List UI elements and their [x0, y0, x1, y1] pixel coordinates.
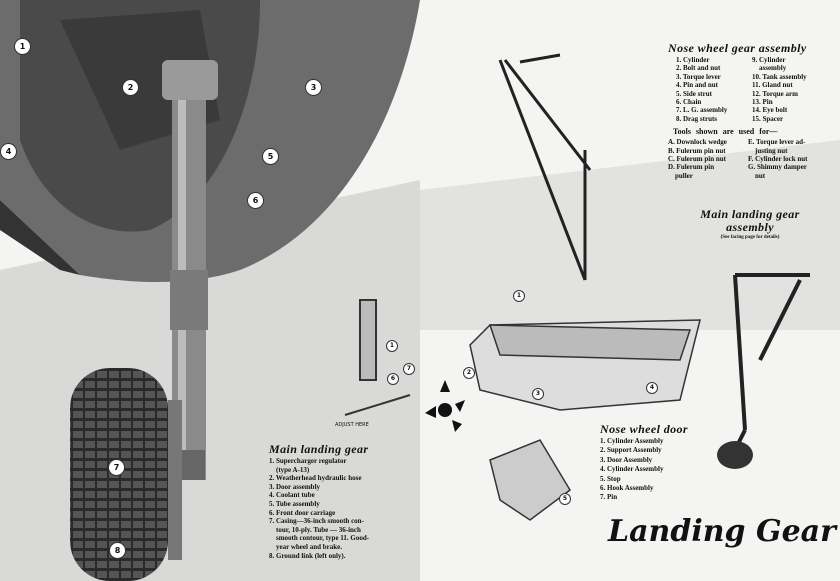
part-item: 7. Pin — [600, 493, 618, 502]
main-gear-title: Main landing gear — [269, 442, 369, 456]
nose-gear-title: Nose wheel gear assembly — [668, 41, 807, 55]
part-item: 3. Door Assembly — [600, 455, 653, 464]
part-item: 6. Chain — [676, 98, 702, 107]
part-item: 3. Door assembly — [269, 482, 321, 491]
part-item: 14. Eye bolt — [752, 106, 788, 115]
photo-callout-6: 6 — [247, 192, 264, 209]
part-item: 2. Weatherhead hydraulic hose — [269, 474, 362, 483]
part-item: 6. Front door carriage — [269, 508, 336, 517]
part-item: 1. Supercharger regulator (type A-13) — [269, 457, 347, 474]
tool-item: B. Fulerum pin nut — [668, 146, 726, 155]
detail-callout-7: 7 — [403, 363, 415, 375]
main-gear-assembly-drawing — [728, 273, 810, 461]
main-landing-gear-legend: Main landing gear 1. Supercharger regula… — [269, 443, 429, 560]
door-callout-2: 2 — [463, 367, 475, 379]
part-item: 3. Torque lever — [676, 72, 721, 81]
part-item: 7. Casing—36-inch smooth con- tour, 10-p… — [269, 517, 370, 551]
detail-callout-1: 1 — [386, 340, 398, 352]
photo-callout-5: 5 — [262, 148, 279, 165]
photo-callout-3: 3 — [305, 79, 322, 96]
tool-item: E. Torque lever ad- justing nut — [748, 138, 806, 155]
photo-callout-1: 1 — [14, 38, 31, 55]
part-item: 12. Torque arm — [752, 89, 798, 98]
main-gear-assembly-title: Main landing gear assembly — [700, 207, 800, 234]
nose-wheel-door-drawing — [469, 319, 701, 411]
direction-arrows-icon — [425, 380, 465, 432]
main-gear-assembly-caption: Main landing gear assembly (See facing p… — [690, 208, 810, 241]
door-callout-5: 5 — [559, 493, 571, 505]
photo-callout-7: 7 — [108, 459, 125, 476]
nose-gear-drawing — [498, 53, 592, 281]
part-item: 5. Side strut — [676, 89, 712, 98]
door-callout-4: 4 — [646, 382, 658, 394]
part-item: 4. Coolant tube — [269, 491, 315, 500]
tool-item: C. Fulerum pin nut — [668, 155, 726, 164]
part-item: 2. Bolt and nut — [676, 64, 721, 73]
part-item: 8. Drag struts — [676, 114, 718, 123]
part-item: 5. Stop — [600, 474, 621, 483]
door-callout-1: 1 — [513, 290, 525, 302]
photo-callout-4: 4 — [0, 143, 17, 160]
part-item: 5. Tube assembly — [269, 499, 320, 508]
part-item: 1. Cylinder Assembly — [600, 437, 664, 445]
part-item: 4. Cylinder Assembly — [600, 465, 664, 474]
tool-item: D. Fulerum pin puller — [668, 163, 715, 180]
part-item: 1. Cylinder — [676, 56, 710, 64]
main-gear-assembly-note: (See facing page for details) — [720, 235, 780, 240]
nose-wheel-gear-legend: Nose wheel gear assembly 1. Cylinder 2. … — [668, 42, 838, 180]
part-item: 11. Gland nut — [752, 81, 793, 90]
adjust-here-label: ADJUST HERE — [335, 422, 369, 428]
tool-item: G. Shimmy damper nut — [748, 163, 807, 180]
part-item: 6. Hook Assembly — [600, 484, 654, 493]
tools-heading: Tools shown are used for— — [673, 127, 778, 137]
door-callout-3: 3 — [532, 388, 544, 400]
photo-callout-2: 2 — [122, 79, 139, 96]
nose-wheel-door-legend: Nose wheel door 1. Cylinder Assembly 2. … — [600, 423, 720, 503]
photo-callout-8: 8 — [109, 542, 126, 559]
nose-door-title: Nose wheel door — [600, 422, 688, 436]
part-item: 15. Spacer — [752, 114, 784, 123]
part-item: 4. Pin and nut — [676, 81, 719, 90]
part-item: 8. Ground link (left only). — [269, 551, 346, 560]
cylinder-detail-drawing — [344, 299, 411, 416]
tool-item: F. Cylinder lock nut — [748, 155, 808, 164]
page-title: Landing Gear — [608, 514, 836, 549]
part-item: 7. L. G. assembly — [676, 106, 728, 115]
tool-item: A. Downlock wedge — [668, 138, 727, 147]
nose-door-detail-drawing — [489, 439, 571, 521]
part-item: 9. Cylinder assembly — [752, 56, 787, 73]
part-item: 13. Pin — [752, 98, 773, 107]
part-item: 2. Support Assembly — [600, 446, 662, 455]
detail-callout-6: 6 — [387, 373, 399, 385]
part-item: 10. Tank assembly — [752, 72, 807, 81]
